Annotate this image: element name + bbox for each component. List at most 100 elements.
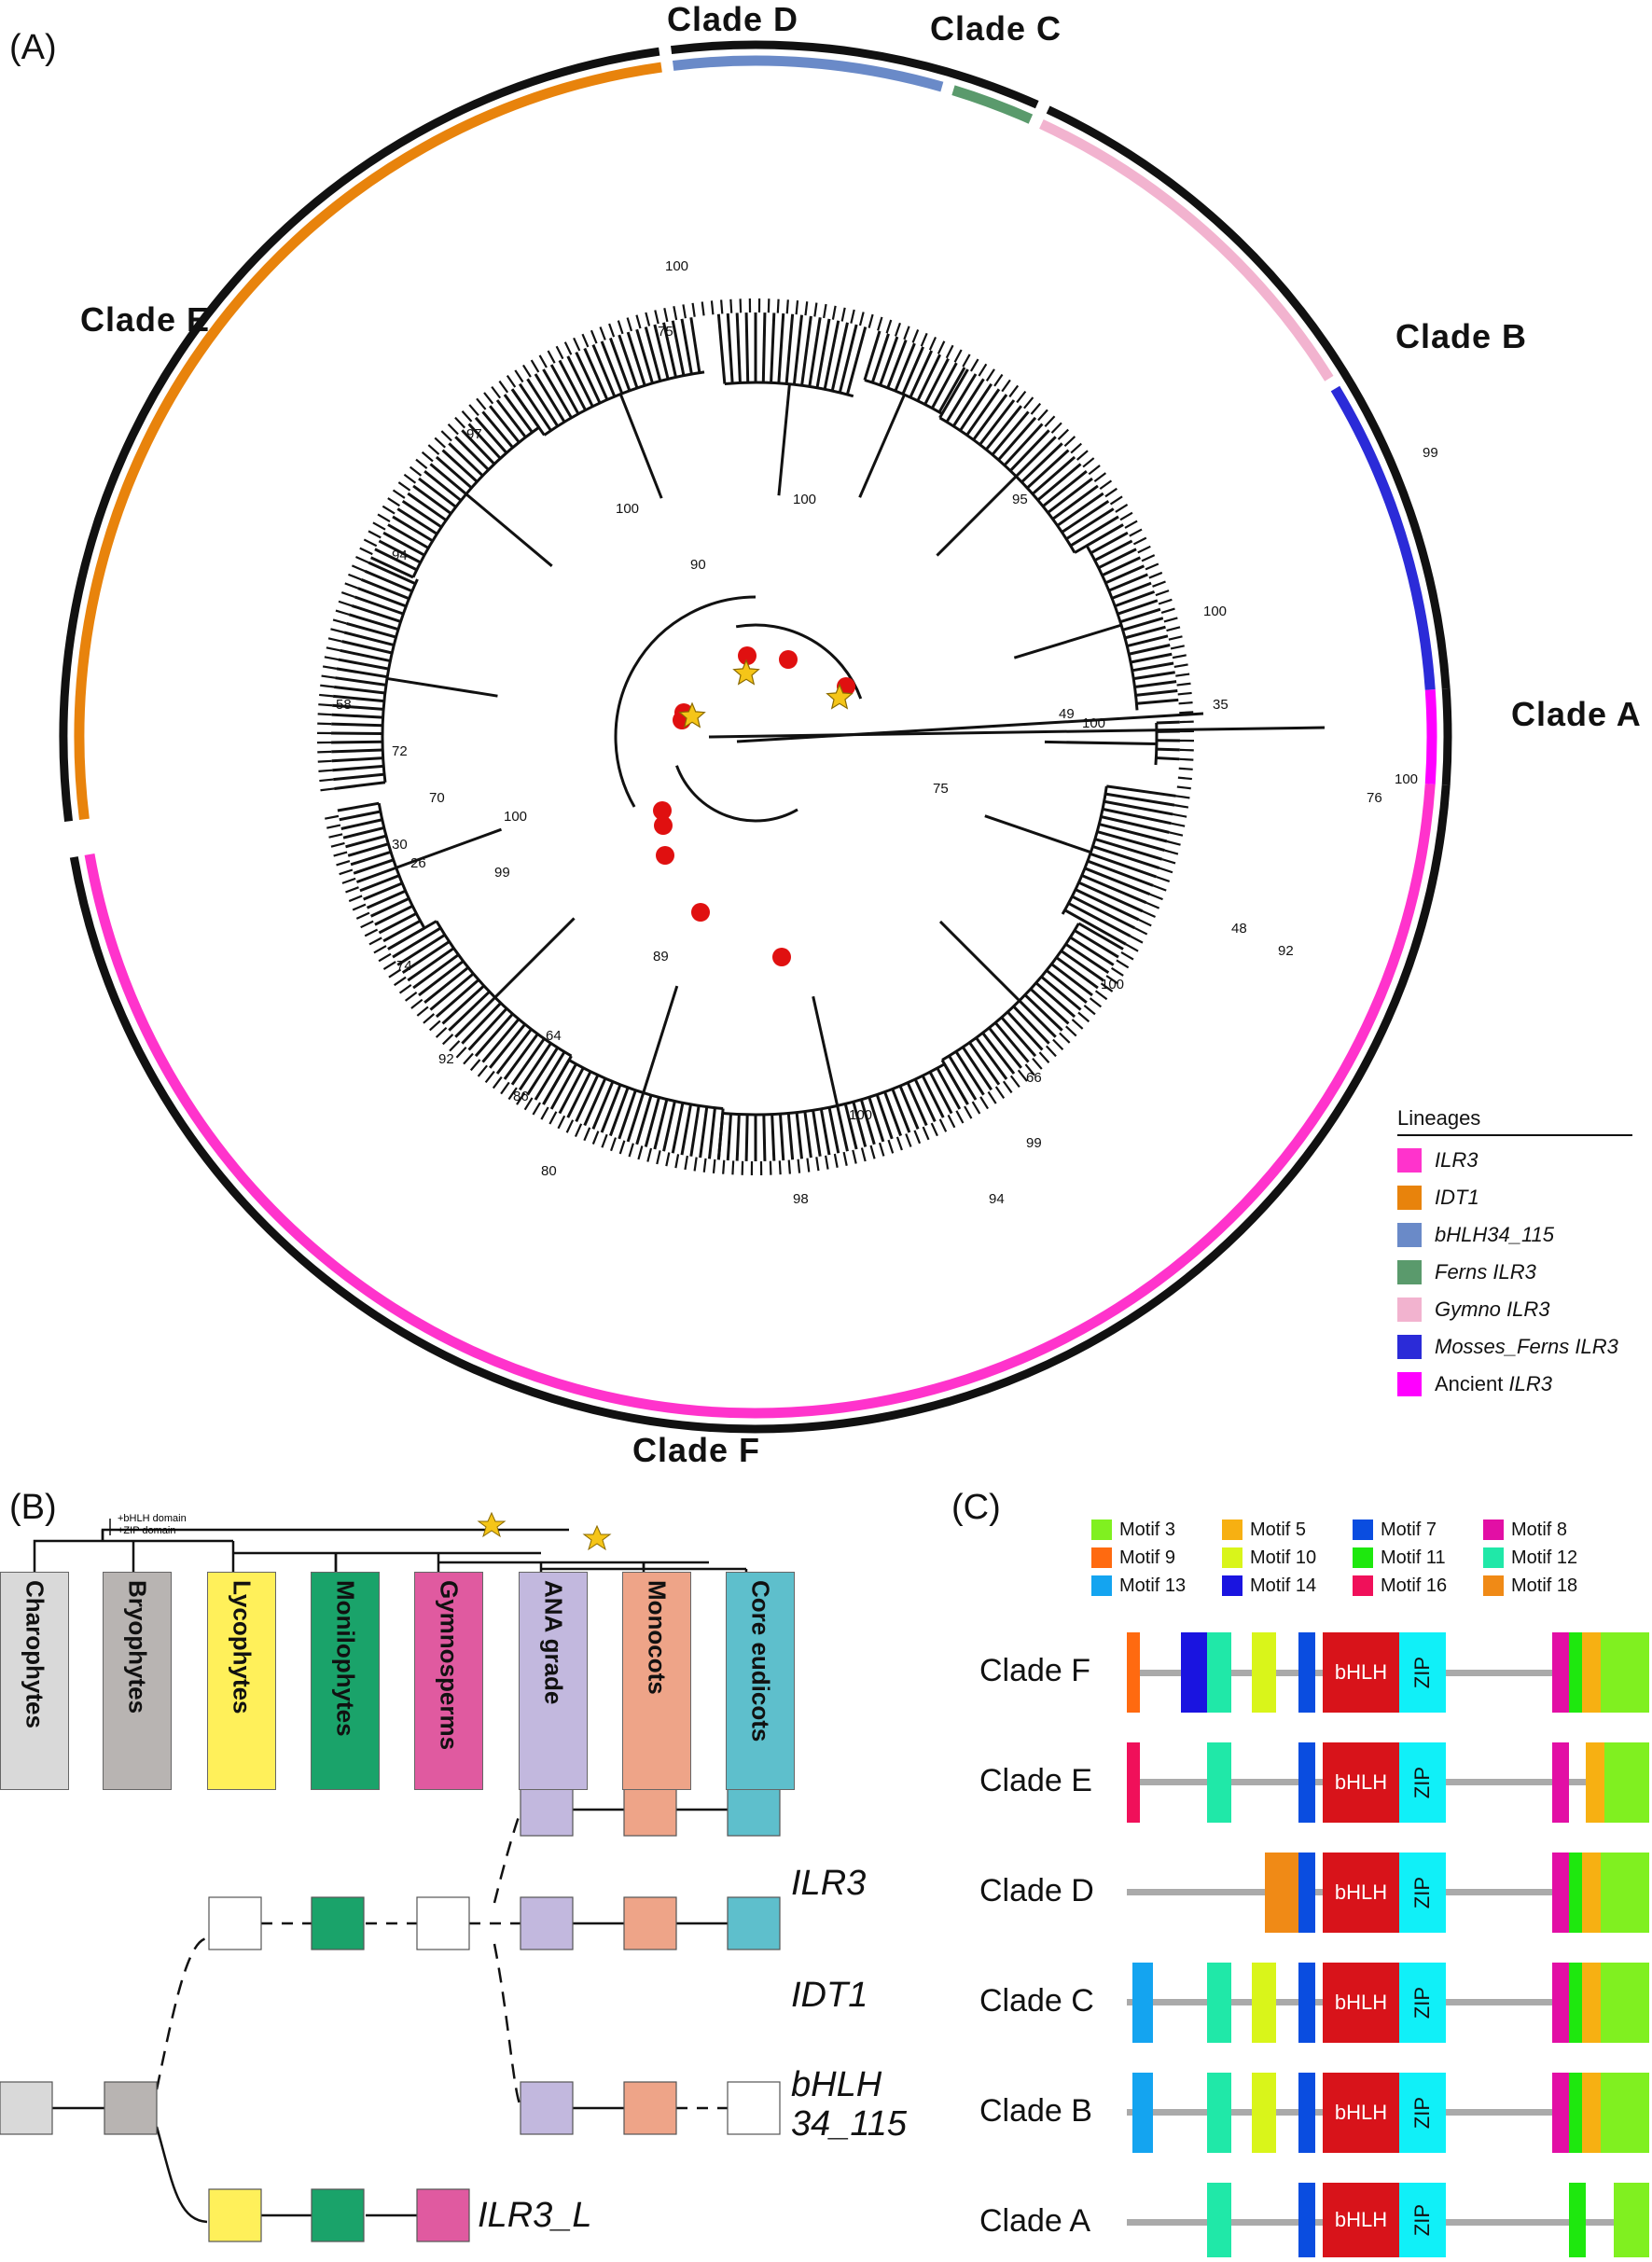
zip-domain: ZIP <box>1399 1632 1446 1713</box>
terminal-branch <box>392 515 434 543</box>
domain-note-zip: +ZIP domain <box>118 1525 175 1536</box>
leaf-tip <box>387 497 401 507</box>
legend-item-gymno: Gymno ILR3 <box>1397 1291 1632 1328</box>
motif-box-5 <box>1586 1742 1604 1823</box>
leaf-tip <box>547 350 556 364</box>
leaf-tip <box>540 1106 549 1120</box>
bootstrap-label: 94 <box>989 1191 1005 1207</box>
terminal-branch <box>1015 436 1057 478</box>
leaf-tip <box>628 1143 634 1158</box>
leaf-tip <box>469 1059 481 1072</box>
terminal-branch <box>735 312 742 383</box>
terminal-branch <box>883 1091 903 1137</box>
terminal-branch <box>1023 993 1063 1032</box>
terminal-branch <box>331 713 383 719</box>
bootstrap-label: 100 <box>1203 604 1227 619</box>
terminal-branch <box>332 703 384 711</box>
terminal-branch <box>1067 902 1131 937</box>
leaf-tip <box>682 304 687 319</box>
terminal-branch <box>699 1106 709 1159</box>
terminal-branch <box>342 826 385 840</box>
terminal-branch <box>378 911 418 935</box>
internal-branch <box>812 995 840 1106</box>
leaf-tip <box>833 1153 839 1168</box>
leaf-tip <box>491 385 502 399</box>
motif-key-8: Motif 8 <box>1483 1516 1623 1544</box>
leaf-tip <box>1009 1075 1020 1089</box>
leaf-tip <box>532 1102 542 1116</box>
leaf-tip <box>368 937 382 946</box>
leaf-tip <box>693 1157 698 1172</box>
leaf-tip <box>1169 831 1184 837</box>
gene-box <box>727 1783 781 1837</box>
terminal-branch <box>1104 799 1173 816</box>
terminal-branch <box>726 312 734 383</box>
leaf-tip <box>373 945 387 954</box>
terminal-branch <box>761 312 767 383</box>
leaf-tip <box>795 300 799 315</box>
leaf-tip <box>506 375 517 388</box>
terminal-branch <box>401 940 451 975</box>
terminal-branch <box>495 399 527 438</box>
terminal-branch <box>333 772 385 782</box>
terminal-branch <box>762 1114 767 1161</box>
terminal-branch <box>959 382 993 432</box>
terminal-branch <box>1046 969 1088 1004</box>
motif-box-9 <box>1127 1632 1140 1713</box>
terminal-branch <box>1096 830 1165 853</box>
terminal-branch <box>662 322 677 378</box>
legend-title: Lineages <box>1397 1106 1632 1136</box>
terminal-branch <box>1084 867 1151 895</box>
bootstrap-label: 64 <box>546 1028 562 1044</box>
leaf-tip <box>1172 654 1187 659</box>
leaf-tip <box>1044 415 1056 427</box>
gene-duplication-dot <box>656 846 674 865</box>
motif-box-13 <box>1132 1963 1153 2043</box>
internal-branch <box>618 393 663 499</box>
leaf-tip <box>461 409 473 423</box>
terminal-branch <box>412 953 460 990</box>
terminal-branch <box>575 351 602 404</box>
leaf-tip <box>969 358 979 372</box>
terminal-branch <box>1000 1016 1037 1058</box>
leaf-tip <box>500 1081 510 1095</box>
terminal-branch <box>1055 956 1099 990</box>
terminal-branch <box>951 378 985 427</box>
leaf-tip <box>608 323 616 338</box>
leaf-tip <box>797 1159 801 1173</box>
terminal-branch <box>566 355 594 408</box>
zip-domain: ZIP <box>1399 2183 1446 2257</box>
leaf-tip <box>1104 487 1118 498</box>
leaf-tip <box>591 1131 600 1145</box>
bootstrap-label: 100 <box>1101 977 1124 992</box>
bootstrap-label: 49 <box>1059 706 1075 722</box>
ring-clade-d <box>672 55 944 92</box>
leaf-tip <box>1050 422 1062 434</box>
row-label-d: Clade D <box>979 1873 1094 1908</box>
terminal-branch <box>901 346 924 396</box>
leaf-tip <box>352 903 367 911</box>
terminal-branch <box>1056 492 1104 527</box>
leaf-tip <box>920 332 928 347</box>
leaf-tip <box>778 1160 782 1175</box>
motif-box-12 <box>1207 1963 1231 2043</box>
bootstrap-label: 76 <box>1367 790 1382 806</box>
leaf-tip <box>573 337 581 352</box>
leaf-tip <box>318 703 333 707</box>
terminal-branch <box>836 1105 849 1152</box>
terminal-branch <box>382 531 425 557</box>
leaf-tip <box>1166 840 1181 846</box>
leaf-tip <box>1063 436 1076 448</box>
leaf-tip <box>454 416 466 429</box>
terminal-branch <box>1102 807 1172 826</box>
terminal-branch <box>716 1108 725 1160</box>
terminal-branch <box>618 334 639 389</box>
terminal-branch <box>360 578 410 601</box>
terminal-branch <box>800 315 812 386</box>
leaf-tip <box>449 1040 461 1052</box>
motif-box-11 <box>1569 1963 1582 2043</box>
panel-b-label: (B) <box>9 1488 57 1527</box>
leaf-tip <box>626 317 633 332</box>
leaf-tip <box>1152 580 1166 588</box>
terminal-branch <box>626 1092 646 1143</box>
